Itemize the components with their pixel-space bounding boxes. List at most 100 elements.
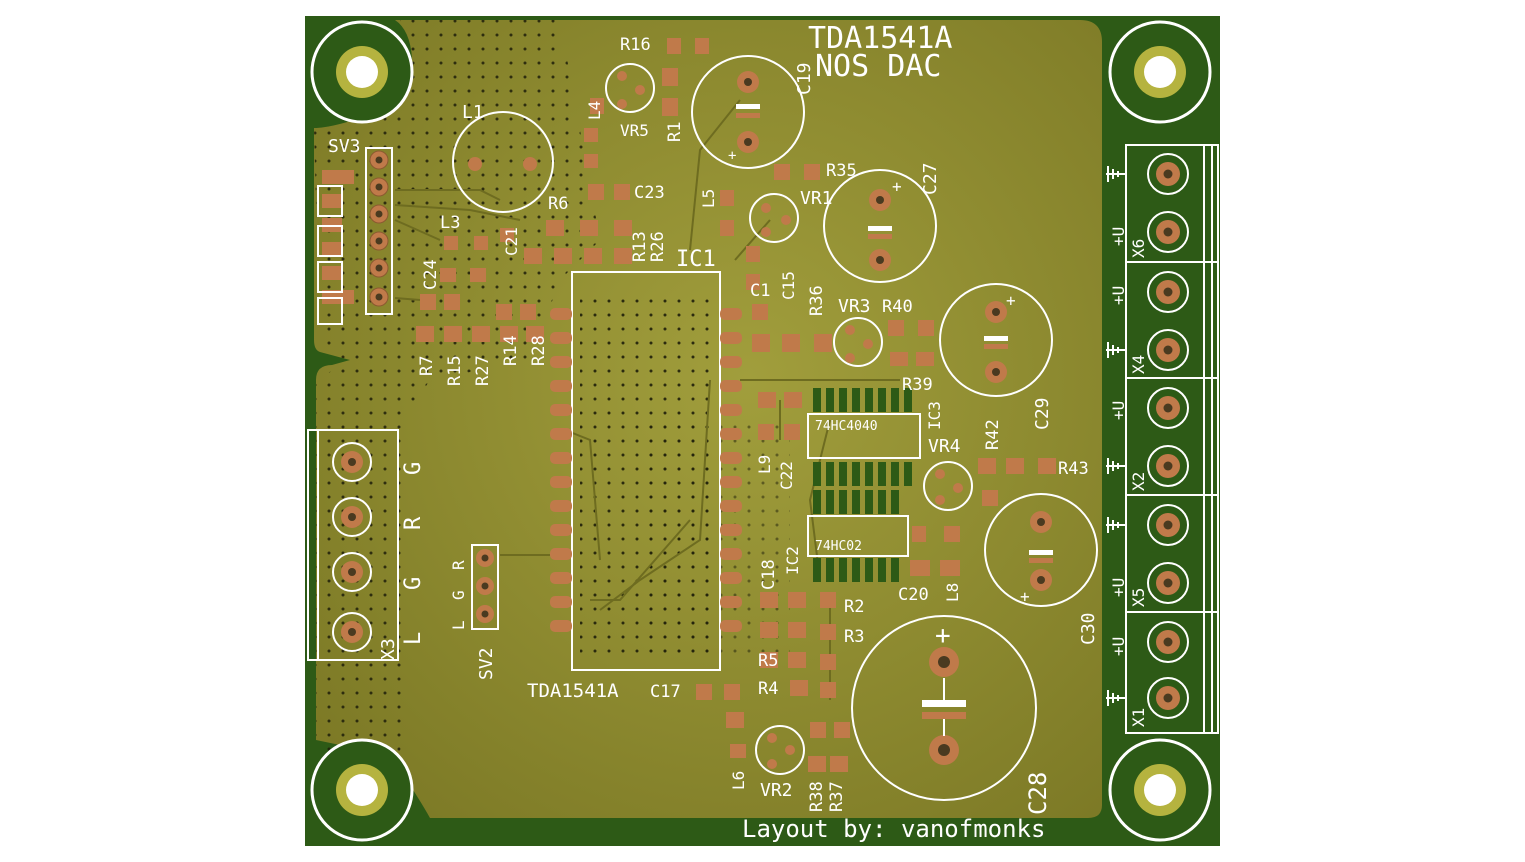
label-l3: L3 xyxy=(440,213,460,233)
label-r40: R40 xyxy=(882,297,913,317)
label-c30: C30 xyxy=(1078,612,1099,645)
capacitor-c19 xyxy=(691,55,805,169)
trimmers xyxy=(605,63,973,775)
label-sv2-pin-r: R xyxy=(449,560,468,570)
label-c15: C15 xyxy=(779,271,798,300)
label-ic1: IC1 xyxy=(676,247,716,272)
capacitor-c28 xyxy=(851,615,1037,801)
label-x3-pin-g1: G xyxy=(401,577,426,590)
label-r27: R27 xyxy=(473,355,493,386)
label-x5: X5 xyxy=(1129,588,1148,607)
label-r4: R4 xyxy=(758,679,778,699)
label-c21: C21 xyxy=(502,227,521,256)
label-c1: C1 xyxy=(750,281,770,301)
label-c17: C17 xyxy=(650,682,681,702)
ic3-74hc4040 xyxy=(807,388,921,486)
label-vr5: VR5 xyxy=(620,121,649,140)
label-c19-plus: + xyxy=(728,148,736,164)
ground-symbols xyxy=(1106,166,1126,706)
layout-credit: Layout by: vanofmonks xyxy=(742,815,1045,843)
capacitor-c27 xyxy=(823,169,937,283)
label-sv3: SV3 xyxy=(328,136,361,157)
label-l8: L8 xyxy=(943,583,962,602)
label-c23: C23 xyxy=(634,183,665,203)
label-x4-plus-u: +U xyxy=(1109,286,1128,305)
label-vr4: VR4 xyxy=(928,436,961,457)
label-c18: C18 xyxy=(759,559,779,590)
board-title-line2: NOS DAC xyxy=(815,49,941,84)
label-r39: R39 xyxy=(902,375,933,395)
mounting-holes xyxy=(310,20,1212,842)
label-x2-plus-u: +U xyxy=(1109,401,1128,420)
label-x1-plus-u: +U xyxy=(1109,637,1128,656)
label-c20: C20 xyxy=(898,585,929,605)
trimmer-pads xyxy=(617,71,963,769)
label-sv2-pin-l: L xyxy=(449,620,468,630)
label-r5: R5 xyxy=(758,651,778,671)
inductor-l1 xyxy=(452,111,554,213)
label-r42: R42 xyxy=(983,419,1003,450)
label-r7: R7 xyxy=(417,356,437,376)
label-ic3-part: 74HC4040 xyxy=(815,419,878,434)
label-c29-plus: + xyxy=(1006,291,1016,310)
label-x4: X4 xyxy=(1129,355,1148,374)
board-title-line1: TDA1541A xyxy=(808,21,953,56)
label-c27: C27 xyxy=(920,162,941,195)
label-r35: R35 xyxy=(826,161,857,181)
label-vr2: VR2 xyxy=(760,780,793,801)
traces xyxy=(394,99,900,700)
label-vr3: VR3 xyxy=(838,296,871,317)
label-c28-plus: + xyxy=(935,621,951,651)
sv2-connector xyxy=(471,544,499,630)
label-r6: R6 xyxy=(548,194,568,214)
x3-connector xyxy=(307,429,399,661)
label-x3: X3 xyxy=(378,638,399,660)
label-c29: C29 xyxy=(1032,397,1053,430)
label-c22: C22 xyxy=(777,461,796,490)
label-ic1-part: TDA1541A xyxy=(527,680,619,702)
label-l5: L5 xyxy=(699,189,718,208)
power-connectors xyxy=(1125,144,1219,734)
label-l1: L1 xyxy=(462,102,484,123)
label-r3: R3 xyxy=(844,627,864,647)
label-ic2-part: 74HC02 xyxy=(815,539,862,554)
label-c28: C28 xyxy=(1024,772,1052,815)
label-r13: R13 xyxy=(630,231,650,262)
label-c19: C19 xyxy=(794,62,815,95)
label-sv2-pin-g: G xyxy=(449,590,468,600)
copper-pour-dots-bottom xyxy=(640,420,790,660)
label-l4: L4 xyxy=(585,101,604,120)
label-r37: R37 xyxy=(827,781,847,812)
smd-pads xyxy=(416,38,1056,772)
label-r15: R15 xyxy=(445,355,465,386)
ic1-tda1541a xyxy=(550,271,742,671)
label-x3-pin-g2: G xyxy=(401,462,426,475)
capacitor-c29 xyxy=(939,283,1053,397)
sv3-connector xyxy=(317,147,393,325)
label-x3-pin-r: R xyxy=(401,516,426,530)
label-l9: L9 xyxy=(755,455,774,474)
label-c27-plus: + xyxy=(892,177,902,196)
label-l6: L6 xyxy=(729,771,748,790)
label-ic3: IC3 xyxy=(925,401,944,430)
ic2-74hc02 xyxy=(807,490,909,582)
label-ic2: IC2 xyxy=(783,546,802,575)
capacitor-c30 xyxy=(984,493,1098,607)
label-c24: C24 xyxy=(421,259,441,290)
label-x5-plus-u: +U xyxy=(1109,578,1128,597)
label-r28: R28 xyxy=(529,335,549,366)
label-r38: R38 xyxy=(807,781,827,812)
label-vr1: VR1 xyxy=(800,188,833,209)
label-x6-plus-u: +U xyxy=(1109,227,1128,246)
label-sv2: SV2 xyxy=(476,647,497,680)
label-r36: R36 xyxy=(807,285,827,316)
label-r2: R2 xyxy=(844,597,864,617)
label-x1: X1 xyxy=(1129,708,1148,727)
label-r16: R16 xyxy=(620,35,651,55)
label-x3-pin-l: L xyxy=(401,632,426,645)
label-r26: R26 xyxy=(648,231,668,262)
label-r43: R43 xyxy=(1058,459,1089,479)
label-r1: R1 xyxy=(665,122,685,142)
label-c30-plus: + xyxy=(1020,587,1030,606)
